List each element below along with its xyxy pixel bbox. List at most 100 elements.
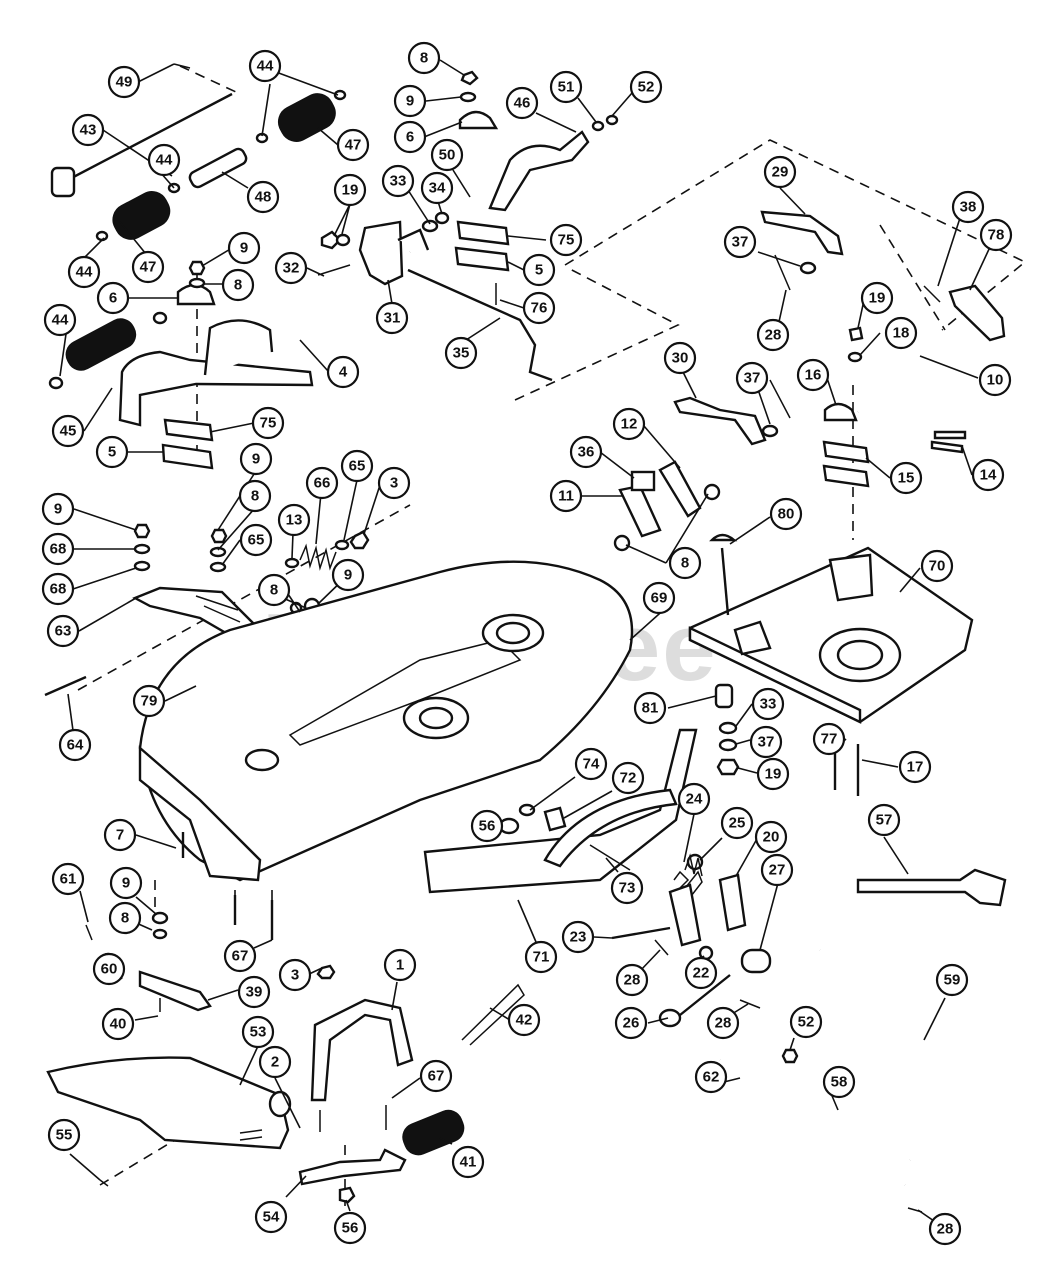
callout-number: 16 [805,367,822,384]
callout-circle [867,803,901,837]
callout-number: 4 [339,364,348,381]
callout-circle [860,281,894,315]
callout-number: 39 [246,984,263,1001]
callout-circle [574,747,608,781]
callout-20: 20 [754,820,788,854]
callout-number: 49 [116,74,133,91]
callout-65: 65 [340,449,374,483]
callout-52: 52 [789,1005,823,1039]
right-linkage-group [613,210,1006,552]
callout-9: 9 [41,492,75,526]
callout-circle [769,497,803,531]
callout-number: 77 [821,731,838,748]
callout-number: 44 [52,312,69,329]
callout-number: 32 [283,260,300,277]
callout-9: 9 [109,866,143,900]
callout-number: 8 [251,488,259,505]
callout-5: 5 [522,253,556,287]
callout-number: 52 [638,79,655,96]
callout-29: 29 [763,155,797,189]
callout-47: 47 [336,128,370,162]
callout-circle [393,120,427,154]
callout-number: 52 [798,1014,815,1031]
main-deck [138,560,634,882]
callout-55: 55 [47,1118,81,1152]
callout-circle [615,963,649,997]
callout-number: 9 [344,567,352,584]
callout-circle [524,940,558,974]
callout-circle [375,301,409,335]
mount-plate [688,533,974,796]
callout-44: 44 [248,49,282,83]
callout-number: 68 [50,541,67,558]
callout-circle [549,223,583,257]
callout-56: 56 [333,1211,367,1245]
callout-number: 31 [384,310,401,327]
callout-circle [677,782,711,816]
callout-79: 79 [132,684,166,718]
callout-circle [41,572,75,606]
callout-circle [522,253,556,287]
callout-circle [430,138,464,172]
callout-number: 71 [533,949,550,966]
callout-number: 35 [453,345,470,362]
pedal-linkage-group [48,63,619,470]
callout-circle [239,442,273,476]
callout-number: 19 [869,290,886,307]
callout-number: 5 [535,262,543,279]
callout-12: 12 [612,407,646,441]
callout-circle [763,155,797,189]
callout-number: 11 [558,488,574,505]
callout-number: 74 [583,756,600,773]
callout-31: 31 [375,301,409,335]
callout-circle [629,70,663,104]
callout-circle [756,318,790,352]
callout-circle [451,1145,485,1179]
callout-number: 76 [531,300,548,317]
callout-circle [239,523,273,557]
callout-7: 7 [103,818,137,852]
callout-circle [549,70,583,104]
callout-circle [336,128,370,162]
callout-number: 56 [342,1220,359,1237]
callout-number: 64 [67,737,84,754]
callout-number: 20 [763,829,780,846]
callout-number: 81 [642,700,659,717]
callout-28: 28 [756,318,790,352]
callout-circle [326,355,360,389]
callout-circle [46,614,80,648]
callout-67: 67 [223,939,257,973]
callout-number: 37 [758,734,775,751]
callout-circle [277,503,311,537]
callout-circle [920,549,954,583]
callout-number: 62 [703,1069,720,1086]
callout-circle [898,750,932,784]
callout-number: 3 [291,967,299,984]
callout-72: 72 [611,761,645,795]
callout-number: 7 [116,827,124,844]
callout-number: 51 [558,79,575,96]
callout-number: 46 [514,95,531,112]
callout-number: 43 [80,122,97,139]
callout-49: 49 [107,65,141,99]
callout-63: 63 [46,614,80,648]
callout-53: 53 [241,1015,275,1049]
callout-number: 73 [619,880,636,897]
callout-number: 18 [893,325,910,342]
callout-number: 61 [60,871,77,888]
callout-44: 44 [43,303,77,337]
callout-8: 8 [221,268,255,302]
callout-circle [51,862,85,896]
callout-number: 63 [55,623,72,640]
callout-number: 66 [314,475,331,492]
callout-15: 15 [889,461,923,495]
callout-9: 9 [227,231,261,265]
callout-number: 29 [772,164,789,181]
callout-circle [47,1118,81,1152]
callout-number: 72 [620,770,637,787]
callout-number: 59 [944,972,961,989]
callout-circle [756,757,790,791]
callout-number: 23 [570,929,587,946]
callout-78: 78 [979,218,1013,252]
callout-23: 23 [561,920,595,954]
